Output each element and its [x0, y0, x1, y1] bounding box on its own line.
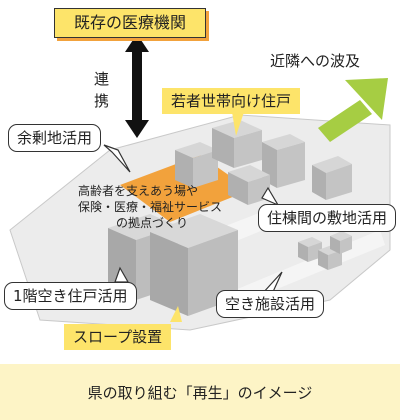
renkei-label-1: 連 — [94, 70, 110, 88]
hub-text-line-3: の拠点づくり — [116, 216, 189, 230]
small-building — [330, 231, 352, 254]
callout-pointer — [103, 144, 131, 173]
hospital-label: 既存の医療機関 — [54, 8, 206, 38]
building — [312, 156, 352, 200]
diagram-caption: 県の取り組む「再生」のイメージ — [87, 384, 313, 402]
double-arrow-icon — [125, 34, 149, 138]
slope-label: スロープ設置 — [64, 324, 172, 350]
youth-housing-label: 若者世帯向け住戸 — [162, 88, 301, 114]
surplus-land-callout: 余剰地活用 — [8, 124, 102, 152]
renkei-label-2: 携 — [94, 92, 110, 110]
between-buildings-callout: 住棟間の敷地活用 — [258, 204, 397, 232]
building — [175, 142, 218, 188]
green-arrow-icon — [318, 78, 388, 142]
vacant-facility-callout: 空き施設活用 — [216, 290, 325, 318]
callout-pointer — [232, 112, 244, 136]
hub-text-line-2: 保険・医療・福祉サービス — [78, 200, 223, 214]
neighborhood-spread-label: 近隣への波及 — [270, 52, 361, 70]
caption-bar — [0, 364, 400, 420]
callout-pointer — [170, 306, 182, 322]
callout-pointer — [261, 186, 280, 207]
hub-text-line-1: 高齢者を支えあう場や — [78, 184, 199, 198]
first-floor-callout: 1階空き住戸活用 — [4, 282, 137, 310]
